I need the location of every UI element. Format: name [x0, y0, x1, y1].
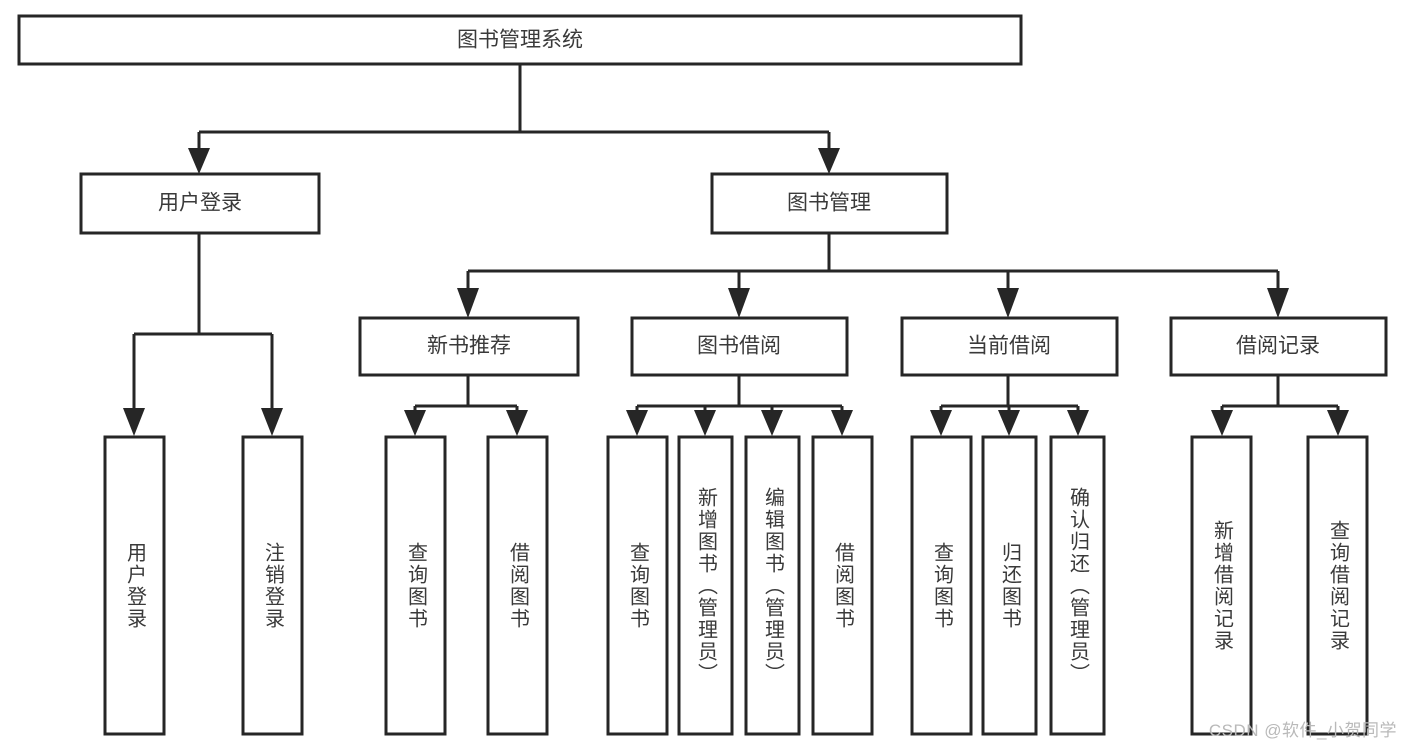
leaf-boxes — [103, 435, 1369, 736]
node-root-box[interactable] — [17, 14, 1023, 66]
node-root[interactable]: 图书管理系统 — [17, 14, 1023, 66]
arrow-to-borrow-record-icon — [1267, 288, 1289, 318]
arrow-to-leaf-query-book-1-icon — [404, 410, 426, 436]
edges-borrow-record-to-leaves — [1211, 375, 1349, 436]
edges-book-manage-to-level3 — [457, 233, 1289, 318]
node-leaf-add-book-box[interactable] — [677, 435, 734, 736]
arrow-to-leaf-add-book-icon — [694, 410, 716, 436]
node-leaf-add-record-box[interactable] — [1190, 435, 1253, 736]
node-borrow-record-label: 借阅记录 — [1236, 335, 1320, 358]
arrow-to-user-login-icon — [188, 148, 210, 174]
node-leaf-return-book-box[interactable] — [981, 435, 1038, 736]
arrow-to-leaf-query-record-icon — [1327, 410, 1349, 436]
node-user-login-label: 用户登录 — [158, 192, 242, 215]
node-borrow-record-box[interactable] — [1169, 316, 1388, 377]
edges-current-borrow-to-leaves — [930, 375, 1089, 436]
arrow-to-leaf-borrow-book-2-icon — [831, 410, 853, 436]
arrow-to-leaf-add-record-icon — [1211, 410, 1233, 436]
node-new-book-rec-label: 新书推荐 — [427, 335, 511, 358]
node-root-label: 图书管理系统 — [457, 29, 583, 52]
arrow-to-leaf-return-book-icon — [998, 410, 1020, 436]
arrow-to-current-borrow-icon — [997, 288, 1019, 318]
node-user-login-box[interactable] — [79, 172, 321, 235]
arrow-to-leaf-query-book-2-icon — [626, 410, 648, 436]
arrow-to-leaf-logout-icon — [261, 408, 283, 436]
arrow-to-leaf-user-login-icon — [123, 408, 145, 436]
node-leaf-edit-book-box[interactable] — [744, 435, 801, 736]
node-current-borrow-label: 当前借阅 — [967, 335, 1051, 358]
node-book-manage-label: 图书管理 — [787, 192, 871, 215]
edges-new-book-rec-to-leaves — [404, 375, 528, 436]
node-leaf-borrow-book-2-box[interactable] — [811, 435, 874, 736]
node-user-login[interactable]: 用户登录 — [79, 172, 321, 235]
node-book-borrow-box[interactable] — [630, 316, 849, 377]
node-leaf-user-login-box[interactable] — [103, 435, 166, 736]
node-leaf-query-book-2-box[interactable] — [606, 435, 669, 736]
node-book-manage-box[interactable] — [710, 172, 949, 235]
arrow-to-leaf-edit-book-icon — [761, 410, 783, 436]
node-leaf-confirm-return-box[interactable] — [1049, 435, 1106, 736]
arrow-to-leaf-borrow-book-1-icon — [506, 410, 528, 436]
arrow-to-book-borrow-icon — [728, 288, 750, 318]
node-leaf-logout-box[interactable] — [241, 435, 304, 736]
node-new-book-rec-box[interactable] — [358, 316, 580, 377]
node-current-borrow-box[interactable] — [900, 316, 1119, 377]
node-book-borrow-label: 图书借阅 — [697, 335, 781, 358]
node-leaf-query-book-3-box[interactable] — [910, 435, 973, 736]
arrow-to-leaf-confirm-return-icon — [1067, 410, 1089, 436]
node-book-manage[interactable]: 图书管理 — [710, 172, 949, 235]
node-current-borrow[interactable]: 当前借阅 — [900, 316, 1119, 377]
arrow-to-leaf-query-book-3-icon — [930, 410, 952, 436]
edges-root-to-level2 — [188, 64, 840, 174]
node-new-book-rec[interactable]: 新书推荐 — [358, 316, 580, 377]
edges-book-borrow-to-leaves — [626, 375, 853, 436]
node-leaf-borrow-book-1-box[interactable] — [486, 435, 549, 736]
arrow-to-new-book-rec-icon — [457, 288, 479, 318]
node-leaf-query-record-box[interactable] — [1306, 435, 1369, 736]
node-leaf-query-book-1-box[interactable] — [384, 435, 447, 736]
arrow-to-book-manage-icon — [818, 148, 840, 174]
node-borrow-record[interactable]: 借阅记录 — [1169, 316, 1388, 377]
edges-user-login-to-leaves — [123, 233, 283, 436]
watermark-text: CSDN @软件_小贺同学 — [1208, 721, 1397, 740]
node-book-borrow[interactable]: 图书借阅 — [630, 316, 849, 377]
